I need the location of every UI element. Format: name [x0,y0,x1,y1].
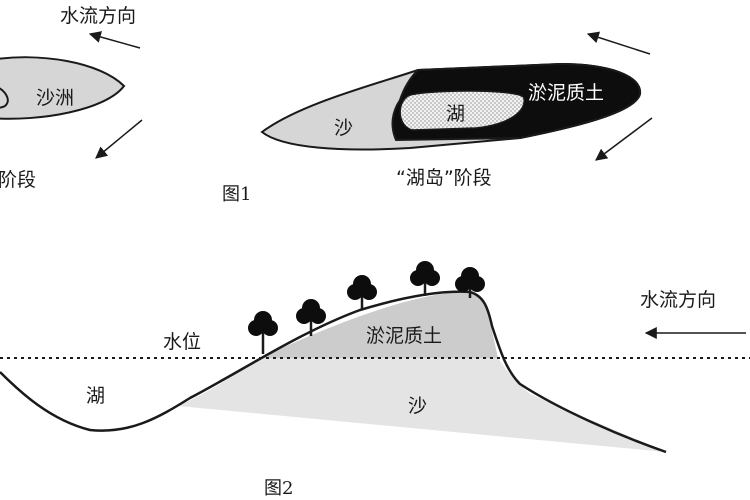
fig2-ground-profile [0,290,667,454]
tree-icon [248,311,278,354]
fig2-lake-label: 湖 [86,385,105,407]
fig2-flow-label: 水流方向 [640,289,716,311]
fig1-left-flow-label: 水流方向 [60,5,136,27]
fig1-right-flow-arrow-bottom [595,117,653,161]
fig1-left-sandbar-inner-line [0,87,9,109]
fig1-caption: 图1 [222,184,251,205]
fig1-left-panel: 水流方向 沙洲 阶段 [0,5,143,191]
fig1-left-sandbar [0,56,126,120]
fig1-right-lake-label: 湖 [446,103,465,125]
fig1-left-stage-label: 阶段 [0,169,36,191]
fig1-right-silt-label: 淤泥质土 [528,82,604,104]
fig2-panel: 水位 淤泥质土 沙 湖 水流方向 [0,261,750,454]
fig2-water-level-label: 水位 [163,331,201,353]
tree-icon [455,267,485,298]
fig1-left-sandbar-label: 沙洲 [36,87,74,109]
tree-icon [347,275,377,310]
fig1-right-panel: 沙 湖 淤泥质土 “湖岛”阶段 [260,31,653,189]
fig2-sand-body [178,358,666,452]
tree-icon [410,261,440,296]
fig1-left-flow-arrow-bottom [95,119,143,159]
fig2-silt-label: 淤泥质土 [366,325,442,347]
fig2-silt-mound [260,292,498,358]
fig1-left-flow-arrow-top [88,31,141,49]
fig2-caption: 图2 [264,478,293,499]
fig1-right-flow-arrow-top [586,31,651,55]
fig1-right-sand-label: 沙 [334,117,353,139]
fig1-right-stage-label: “湖岛”阶段 [396,167,492,189]
tree-icon [296,299,326,336]
fig2-sand-label: 沙 [408,395,427,417]
fig1-right-lake [399,90,525,131]
